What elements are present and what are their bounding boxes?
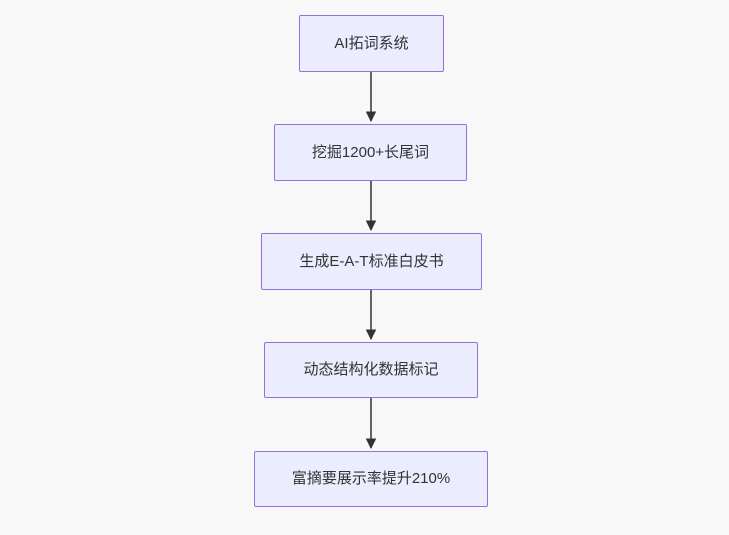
node-label: 富摘要展示率提升210% <box>291 470 451 487</box>
flowchart-node-longtail-mining: 挖掘1200+长尾词 <box>274 124 467 181</box>
node-label: AI拓词系统 <box>334 34 409 52</box>
flowchart-node-ai-word-system: AI拓词系统 <box>299 15 444 72</box>
node-label: 生成E-A-T标准白皮书 <box>299 252 444 270</box>
node-label: 挖掘1200+长尾词 <box>311 143 430 161</box>
flowchart-node-eat-whitepaper: 生成E-A-T标准白皮书 <box>261 233 482 290</box>
node-label: 动态结构化数据标记 <box>303 361 439 378</box>
flowchart-node-structured-data: 动态结构化数据标记 <box>264 342 478 398</box>
flowchart-node-rich-snippet-result: 富摘要展示率提升210% <box>254 451 488 507</box>
